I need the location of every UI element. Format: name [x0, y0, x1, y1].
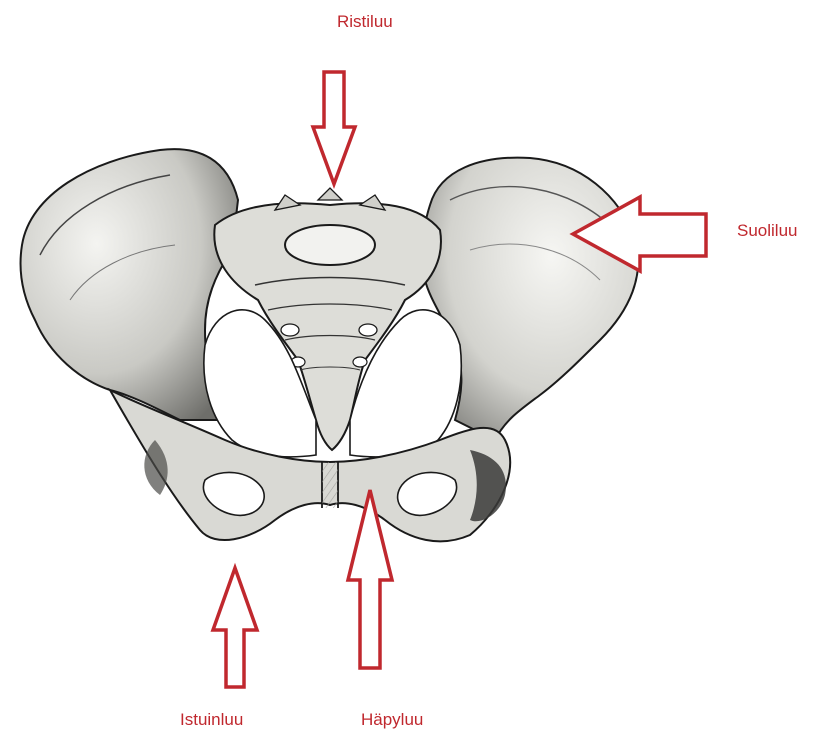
ischium-label: Istuinluu: [180, 710, 243, 730]
sacrum-arrow: [313, 72, 355, 184]
ischium-arrow: [213, 568, 257, 687]
sacrum-label: Ristiluu: [337, 12, 393, 32]
pubis-label: Häpyluu: [361, 710, 423, 730]
ilium-label: Suoliluu: [737, 221, 798, 241]
